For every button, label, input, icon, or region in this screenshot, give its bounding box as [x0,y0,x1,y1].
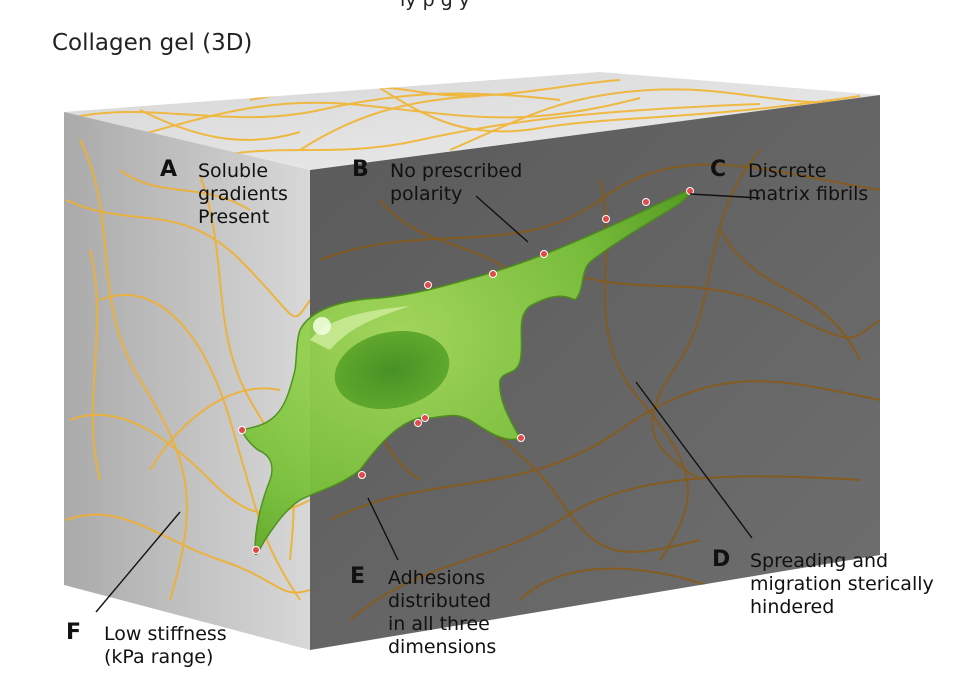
label-b: B No prescribed polarity [352,157,523,206]
diagram-title: Collagen gel (3D) [52,30,253,56]
label-line: matrix fibrils [748,183,869,205]
leader-line-B [475,195,529,243]
adhesion-point [421,414,429,422]
label-line: distributed [388,590,492,612]
adhesion-point [414,419,422,427]
label-line: Adhesions [388,567,486,589]
top-face-fibrils [69,79,871,161]
adhesion-point [602,215,610,223]
label-d: D Spreading and migration sterically hin… [712,547,934,619]
adhesion-point [489,270,497,278]
label-line: gradients [198,183,288,205]
gel-top-face [64,72,880,170]
label-letter: B [352,157,369,182]
label-line: (kPa range) [104,646,214,668]
adhesion-point [517,434,525,442]
gel-front-face [310,95,880,650]
label-line: polarity [390,183,463,205]
adhesion-point [252,546,260,554]
label-line: Spreading and [750,550,889,572]
cell-highlight [310,306,410,350]
leader-line-E [367,497,399,561]
adhesion-point [238,426,246,434]
label-letter: F [66,620,82,645]
adhesion-point [424,281,432,289]
label-line: Present [198,206,270,228]
gel-left-face [64,112,310,650]
label-line: in all three [388,613,490,635]
leader-line-F [95,511,181,613]
label-e: E Adhesions distributed in all three dim… [350,564,497,659]
adhesion-points [238,187,694,554]
adhesion-point [540,250,548,258]
cell-nucleus [334,330,450,410]
adhesion-point [358,471,366,479]
label-letter: A [160,157,178,182]
label-f: F Low stiffness (kPa range) [66,620,227,669]
label-c: C Discrete matrix fibrils [710,157,869,206]
adhesion-point [642,198,650,206]
cropped-top-text: ly p g y [400,0,471,11]
cell-gloss [313,317,331,335]
label-letter: D [712,547,731,572]
label-line: No prescribed [390,160,523,182]
label-a: A Soluble gradients Present [160,157,288,229]
leader-line-C [689,193,761,199]
label-line: Discrete [748,160,827,182]
label-line: migration sterically [750,573,934,595]
leader-lines [95,193,761,613]
label-line: dimensions [388,636,497,658]
label-line: Soluble [198,160,269,182]
label-letter: E [350,564,366,589]
label-line: hindered [750,596,835,618]
label-letter: C [710,157,727,182]
leader-line-D [635,381,753,539]
label-line: Low stiffness [104,623,227,645]
